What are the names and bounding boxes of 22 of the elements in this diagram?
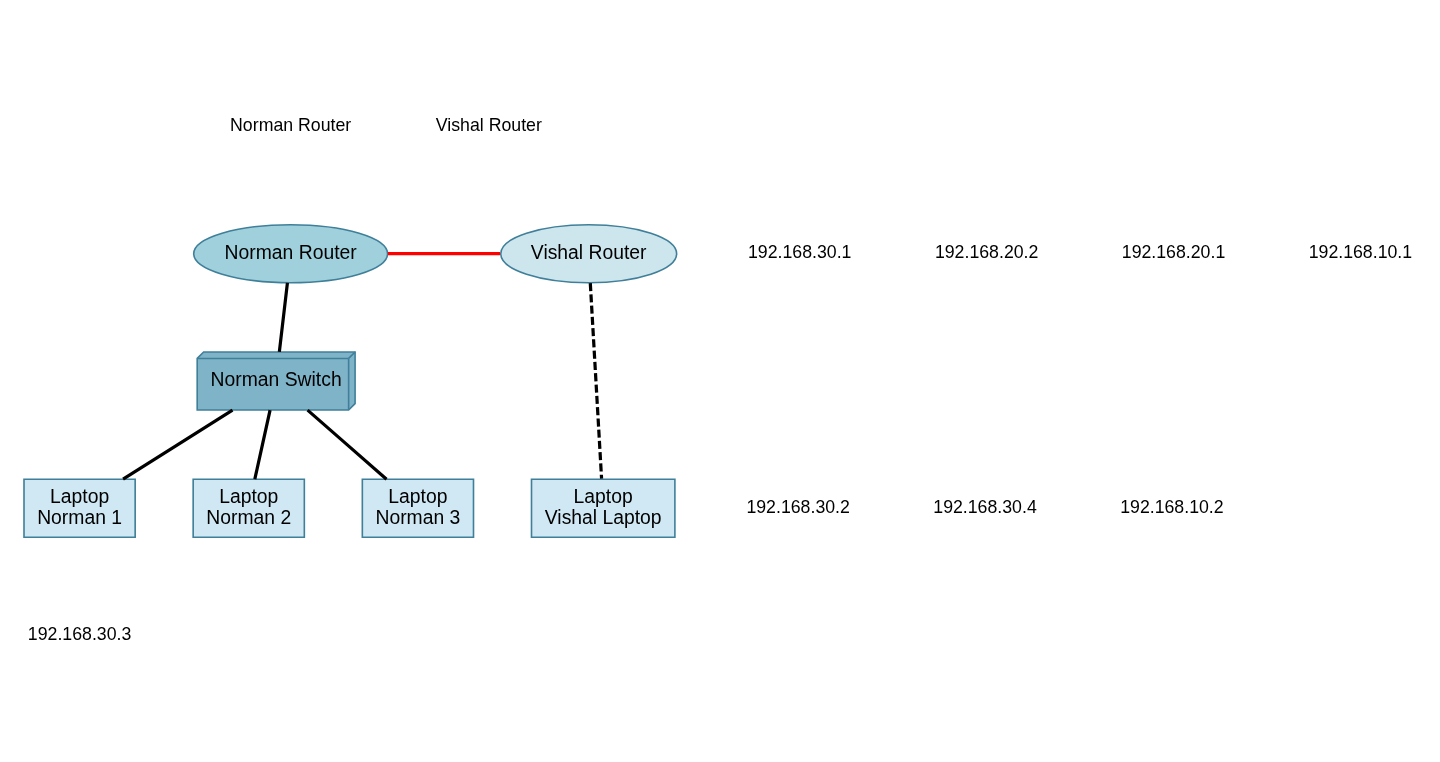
label: 192.168.10.1 xyxy=(1308,242,1413,263)
node-box: Laptop Vishal Laptop xyxy=(530,478,676,539)
label: Norman Router xyxy=(230,114,352,135)
connector xyxy=(306,408,388,481)
label: 192.168.30.4 xyxy=(933,496,1037,517)
connector xyxy=(588,283,604,479)
node-box: Laptop Norman 3 xyxy=(361,478,475,539)
label: 192.168.20.1 xyxy=(1121,242,1226,263)
label: 192.168.20.2 xyxy=(934,242,1039,263)
label: 192.168.10.2 xyxy=(1120,496,1224,517)
connector xyxy=(253,409,272,480)
label: 192.168.30.3 xyxy=(27,624,132,645)
connector xyxy=(122,408,234,481)
label: 192.168.30.1 xyxy=(748,242,852,263)
node-ellipse: Norman Router xyxy=(192,223,389,284)
node-box: Laptop Norman 2 xyxy=(192,478,306,539)
connector xyxy=(277,282,289,353)
label: 192.168.30.2 xyxy=(746,496,850,517)
node-box: Laptop Norman 1 xyxy=(23,478,136,539)
label: Vishal Router xyxy=(435,114,542,135)
connector xyxy=(387,252,501,256)
node-ellipse: Vishal Router xyxy=(499,223,678,284)
